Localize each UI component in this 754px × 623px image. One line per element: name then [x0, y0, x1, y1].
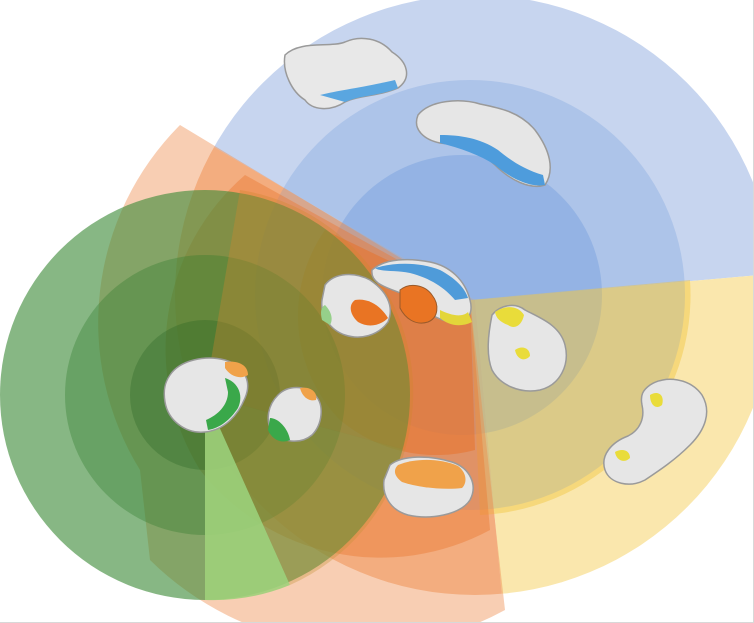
protein-structure-yellow-1	[487, 304, 567, 392]
protein-structure-orange-1	[321, 273, 391, 338]
protein-structure-blue-2	[415, 100, 551, 187]
protein-structure-yellow-2	[603, 378, 708, 485]
protein-structure-orange-2	[399, 284, 438, 324]
protein-structure-green-1	[163, 357, 249, 433]
protein-structure-orange-3	[382, 456, 474, 518]
protein-structure-green-2	[267, 386, 322, 442]
protein-structure-blue-1	[283, 37, 408, 110]
